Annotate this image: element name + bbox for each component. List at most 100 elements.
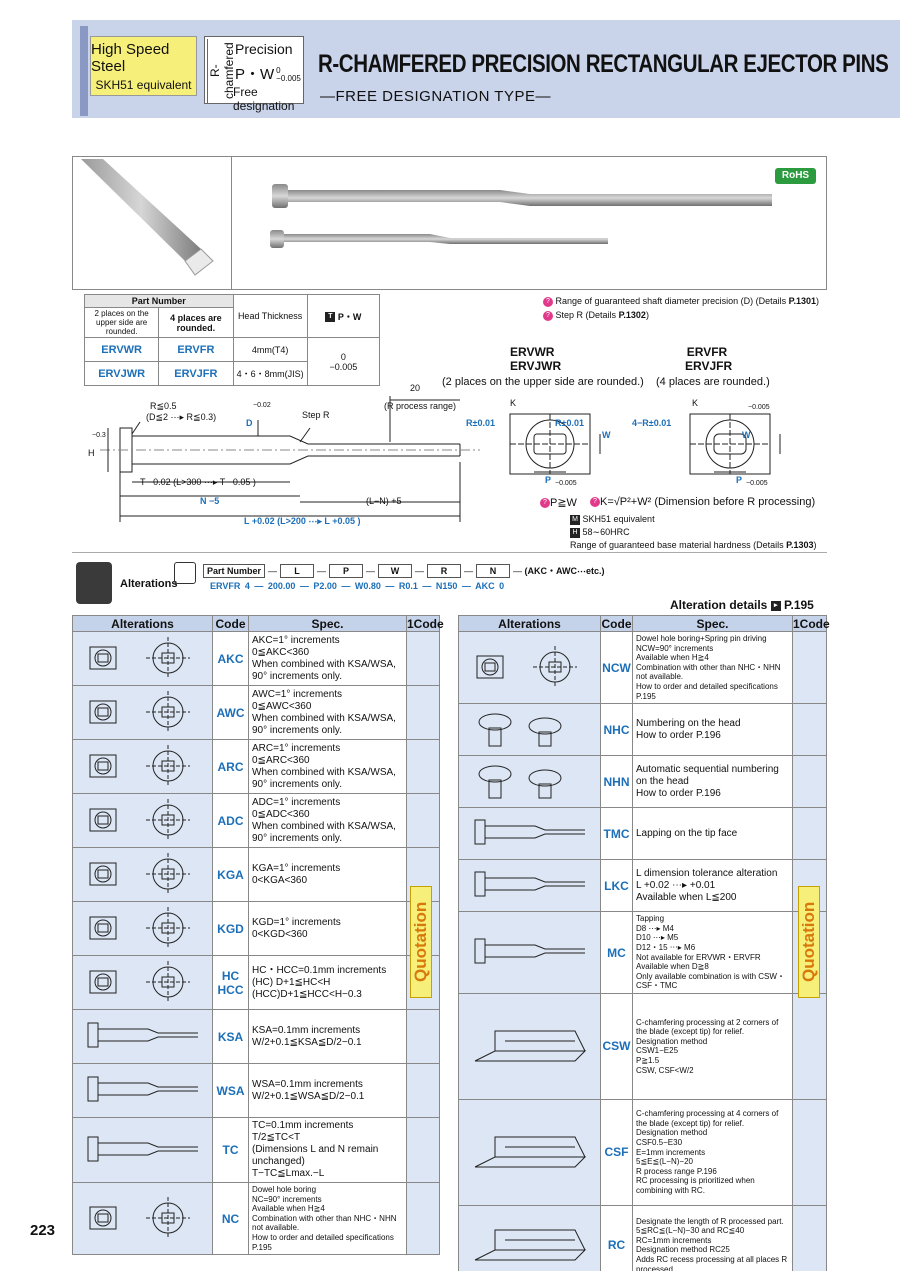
header-spec: Spec. — [632, 615, 793, 632]
spec-line: Combination with other than NHC・NHN not … — [252, 1213, 397, 1233]
head-t4: 4mm(T4) — [232, 337, 308, 362]
alteration-code: AWC — [212, 685, 249, 740]
w-tol-right: −0.005 — [748, 404, 770, 411]
quotation-badge-left: Quotation — [410, 886, 432, 998]
spec-line: 0<KGD<360 — [252, 928, 308, 940]
alteration-image — [458, 1204, 601, 1271]
material-badge: High Speed Steel SKH51 equivalent — [90, 36, 197, 96]
spec-line: 5≦E≦(L−N)−20 — [636, 1157, 693, 1167]
spec-line: Only available combination is with CSW・C… — [636, 971, 785, 991]
spec-line: Available when H≧4 — [636, 653, 709, 663]
page-subtitle: —FREE DESIGNATION TYPE— — [320, 88, 551, 105]
alteration-code: CSW — [600, 992, 633, 1100]
alteration-diagram — [89, 799, 190, 841]
alteration-image — [458, 992, 601, 1100]
info-icon: ? — [543, 296, 553, 307]
alteration-code: KGA — [212, 847, 249, 902]
header-code: Code — [212, 615, 249, 632]
spec-line: P≧1.5 — [636, 1056, 660, 1065]
d-label: D — [246, 418, 253, 428]
spec-line: Numbering on the head — [636, 717, 741, 729]
spec-line: T/2≦TC<T — [252, 1132, 301, 1143]
spec-line: When combined with KSA/WSA, — [252, 712, 396, 724]
r-cond-label: (D≦2 ⋯▸ R≦0.3) — [146, 412, 217, 422]
l-dimension: L +0.02 (L>200 ⋯▸ L +0.05 ) — [244, 516, 361, 526]
alteration-spec: C-chamfering processing at 2 corners of … — [632, 992, 793, 1100]
spec-line: How to order P.196 — [636, 787, 721, 799]
header-accent — [80, 26, 88, 116]
alteration-image — [72, 1117, 213, 1183]
spec-line: W/2+0.1≦KSA≦D/2−0.1 — [252, 1036, 362, 1048]
alteration-diagram — [478, 765, 561, 799]
t-dimension: T −0.02 (L>300 ⋯▸ T −0.05 ) — [140, 477, 256, 487]
material-icon: M — [570, 514, 580, 525]
spec-line: CSW1−E25 — [636, 1046, 679, 1056]
header-alterations: Alterations — [72, 615, 213, 632]
header-code: Code — [600, 615, 633, 632]
alteration-image — [72, 1063, 213, 1118]
diagram-caption-left: (2 places on the upper side are rounded.… — [442, 376, 644, 388]
header-1code: 1Code — [406, 615, 444, 632]
p-label-right: P — [736, 475, 743, 485]
panel-divider — [231, 156, 232, 290]
spec-line: CSF0.5−E30 — [636, 1138, 683, 1148]
alteration-code: TC — [212, 1117, 249, 1183]
alteration-image — [458, 911, 601, 994]
n-dimension: N −5 — [200, 496, 220, 506]
pw-header: T P・W — [306, 294, 381, 338]
spec-line: 90° increments only. — [252, 670, 342, 682]
alteration-code: NC — [212, 1181, 249, 1256]
alteration-diagram — [89, 907, 190, 949]
alteration-code: NHC — [600, 703, 633, 757]
pin-products-image — [270, 184, 772, 248]
alterations-icon — [76, 562, 112, 604]
page-title: R-CHAMFERED PRECISION RECTANGULAR EJECTO… — [318, 50, 889, 78]
r-tol-left-1: R±0.01 — [466, 418, 495, 428]
alteration-image — [72, 901, 213, 956]
alteration-diagram — [89, 1197, 190, 1240]
alteration-code: ARC — [212, 739, 249, 794]
spec-line: RC processing is prioritized when combin… — [636, 1176, 755, 1195]
free-designation-label: Free designation — [233, 85, 295, 113]
part-code-ervjwr: ERVJWR — [83, 361, 160, 386]
spec-line: E=1mm increments — [636, 1147, 706, 1157]
col-4places: 4 places are rounded. — [158, 307, 234, 338]
d-tolerance: −0.02 — [253, 402, 271, 409]
alteration-spec: C-chamfering processing at 4 corners of … — [632, 1098, 793, 1206]
r05-label: R≦0.5 — [150, 401, 177, 411]
spec-line: How to order and detailed specifications… — [252, 1232, 394, 1252]
alteration-image — [72, 793, 213, 848]
spec-line: Dowel hole boring — [252, 1185, 317, 1194]
part-number-table: Part Number Head Thickness T P・W 2 place… — [83, 294, 381, 386]
alteration-diagram — [474, 819, 585, 845]
alterations-label: Alterations — [120, 578, 178, 590]
k-label-right: K — [692, 398, 699, 408]
alteration-1code-cell — [792, 1204, 827, 1271]
alteration-1code-cell — [406, 631, 440, 686]
alteration-image — [72, 955, 213, 1010]
spec-line: Tapping — [636, 914, 665, 924]
spec-line: Available when L≦200 — [636, 891, 737, 903]
alteration-details-link[interactable]: Alteration details ▸ P.195 — [670, 598, 814, 612]
alteration-1code-cell — [406, 739, 440, 794]
spec-line: How to order and detailed specifications… — [636, 681, 778, 701]
k-rule: ?K=√P²+W² (Dimension before R processing… — [590, 496, 815, 508]
alteration-image — [458, 630, 601, 705]
alteration-1code-cell — [792, 807, 827, 861]
spec-line: When combined with KSA/WSA, — [252, 766, 396, 778]
head-thickness-header: Head Thickness — [232, 294, 308, 338]
hardness-range-note: Range of guaranteed base material hardne… — [570, 540, 817, 550]
spec-line: 5≦RC≦(L−N)−30 and RC≦40 — [636, 1226, 745, 1236]
